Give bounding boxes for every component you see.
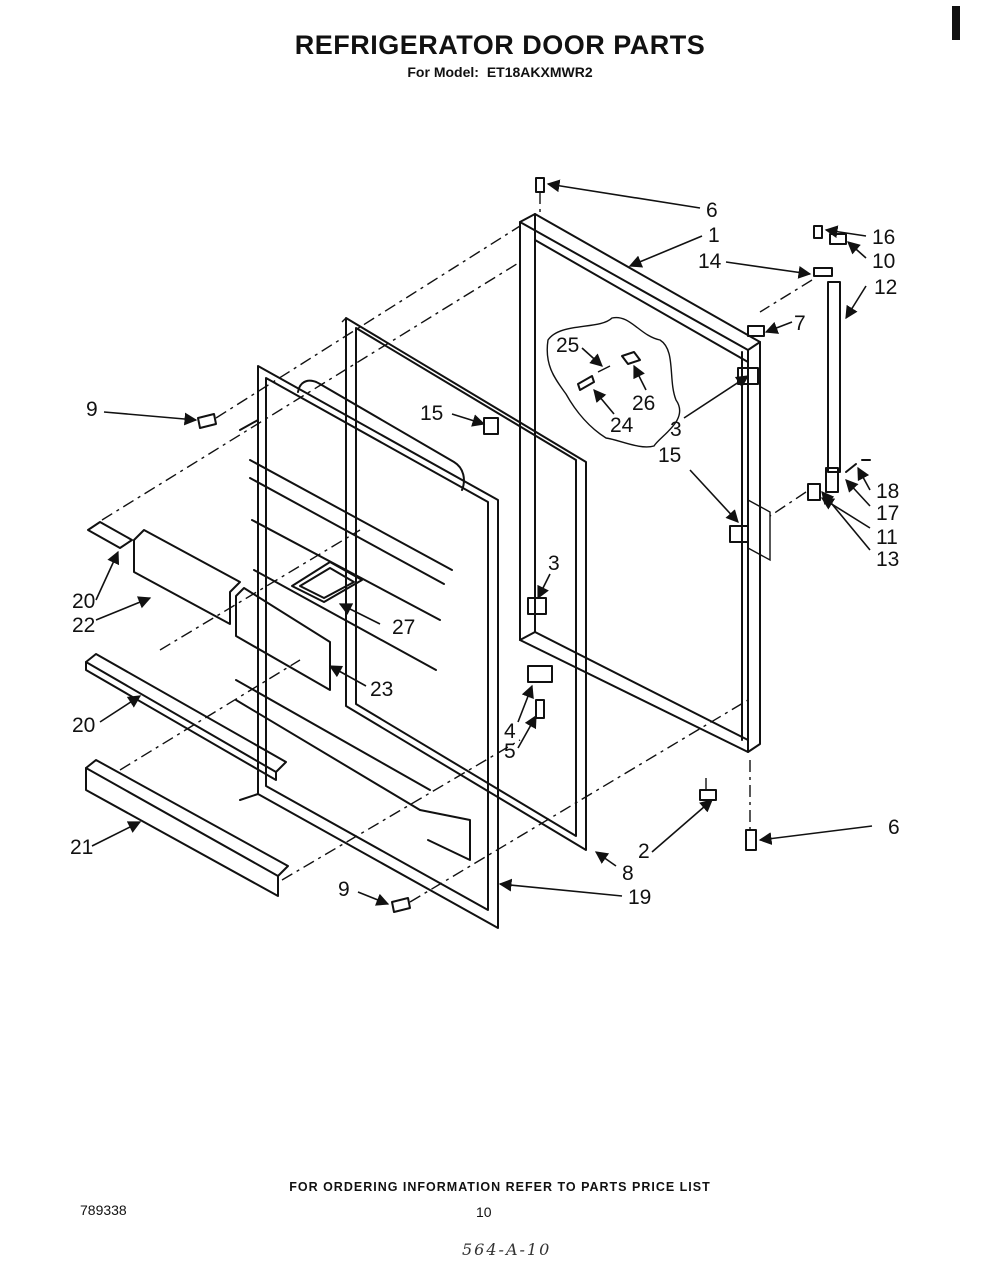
callout-11: 11 xyxy=(876,526,898,549)
callout-6-bottom: 6 xyxy=(888,816,900,839)
outer-door-panel xyxy=(519,213,771,753)
handwritten-note: 564-A-10 xyxy=(462,1240,552,1259)
ordering-info-note: FOR ORDERING INFORMATION REFER TO PARTS … xyxy=(289,1180,711,1194)
callout-24: 24 xyxy=(610,414,634,437)
page-number: 10 xyxy=(476,1204,492,1220)
callout-15-right: 15 xyxy=(658,444,681,467)
callout-18: 18 xyxy=(876,480,899,503)
callout-9-top: 9 xyxy=(86,398,98,421)
callout-22: 22 xyxy=(72,614,95,637)
model-number: ET18AKXMWR2 xyxy=(486,64,593,80)
callout-27: 27 xyxy=(392,616,415,639)
callout-17: 17 xyxy=(876,502,899,525)
callout-15-left: 15 xyxy=(420,402,443,425)
callout-9-bottom: 9 xyxy=(338,878,350,901)
cutaway-detail xyxy=(546,316,681,448)
callout-13: 13 xyxy=(876,548,899,571)
callout-10: 10 xyxy=(872,250,895,273)
model-line: For Model: ET18AKXMWR2 xyxy=(0,64,1000,80)
callout-12: 12 xyxy=(874,276,897,299)
callout-25: 25 xyxy=(556,334,579,357)
callout-3-upper: 3 xyxy=(670,418,682,441)
inner-door-liner xyxy=(235,365,499,929)
document-number: 789338 xyxy=(80,1202,127,1218)
page-title: REFRIGERATOR DOOR PARTS xyxy=(294,30,706,60)
callout-3-lower: 3 xyxy=(548,552,560,575)
callout-labels: 1 2 3 3 4 5 6 6 7 8 9 9 10 11 12 13 14 1… xyxy=(70,199,900,909)
callout-7: 7 xyxy=(794,312,806,335)
door-gasket xyxy=(341,317,587,851)
callout-20-lower: 20 xyxy=(72,714,95,737)
callout-21: 21 xyxy=(70,836,93,859)
callout-6-top: 6 xyxy=(706,199,718,222)
callout-5: 5 xyxy=(504,740,516,763)
callout-8: 8 xyxy=(622,862,634,885)
leader-arrows xyxy=(91,179,873,906)
door-shelves xyxy=(85,521,331,897)
callout-16: 16 xyxy=(872,226,895,249)
assembly-lines xyxy=(101,192,813,903)
page-edge-mark xyxy=(952,6,960,40)
callout-2: 2 xyxy=(638,840,650,863)
callout-4: 4 xyxy=(504,720,516,743)
callout-19: 19 xyxy=(628,886,651,909)
callout-26: 26 xyxy=(632,392,655,415)
model-prefix: For Model: xyxy=(407,64,479,80)
callout-23: 23 xyxy=(370,678,393,701)
callout-1: 1 xyxy=(708,224,720,247)
callout-14: 14 xyxy=(698,250,722,273)
callout-20-upper: 20 xyxy=(72,590,95,613)
